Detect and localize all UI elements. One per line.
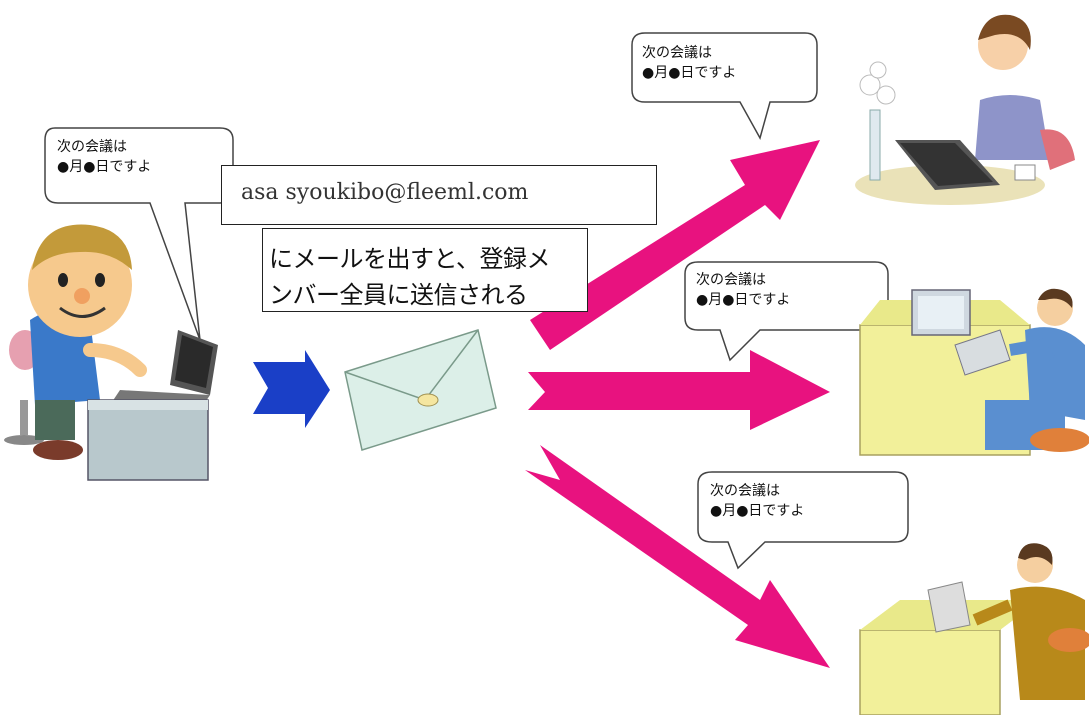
sender-bubble-text: 次の会議は ●月●日ですよ bbox=[57, 137, 151, 177]
bubble-line2: ●月●日ですよ bbox=[710, 503, 805, 519]
recipient3-speech-bubble bbox=[697, 471, 909, 570]
blue-send-arrow bbox=[253, 350, 330, 428]
sender-speech-bubble bbox=[44, 127, 234, 341]
email-address-box: asa syoukibo@fleeml.com bbox=[221, 165, 657, 225]
magenta-arrows bbox=[525, 140, 830, 668]
bubble-line2: ●月●日ですよ bbox=[696, 292, 791, 308]
email-address: asa syoukibo@fleeml.com bbox=[241, 180, 529, 205]
bubble-line2: ●月●日ですよ bbox=[57, 159, 152, 175]
caption-line1: にメールを出すと、登録メ bbox=[269, 245, 551, 273]
bubble-line1: 次の会議は bbox=[710, 483, 780, 499]
caption-line2: ンバー全員に送信される bbox=[269, 281, 528, 309]
recipient1-bubble-text: 次の会議は ●月●日ですよ bbox=[642, 43, 736, 83]
recipient3-bubble-text: 次の会議は ●月●日ですよ bbox=[710, 481, 804, 521]
recipient-woman-illustration bbox=[855, 14, 1075, 205]
recipient-man-laptop-illustration bbox=[859, 543, 1089, 716]
bubble-line1: 次の会議は bbox=[57, 139, 127, 155]
sender-person-illustration bbox=[4, 224, 218, 481]
recipient-man-desktop-illustration bbox=[859, 288, 1089, 456]
recipient2-bubble-text: 次の会議は ●月●日ですよ bbox=[696, 270, 790, 310]
envelope-icon bbox=[344, 329, 497, 451]
recipient1-speech-bubble bbox=[631, 32, 818, 140]
bubble-line1: 次の会議は bbox=[696, 272, 766, 288]
bubble-line2: ●月●日ですよ bbox=[642, 65, 737, 81]
recipient2-speech-bubble bbox=[684, 261, 889, 362]
caption-box: にメールを出すと、登録メ ンバー全員に送信される bbox=[262, 228, 588, 312]
bubble-line1: 次の会議は bbox=[642, 45, 712, 61]
